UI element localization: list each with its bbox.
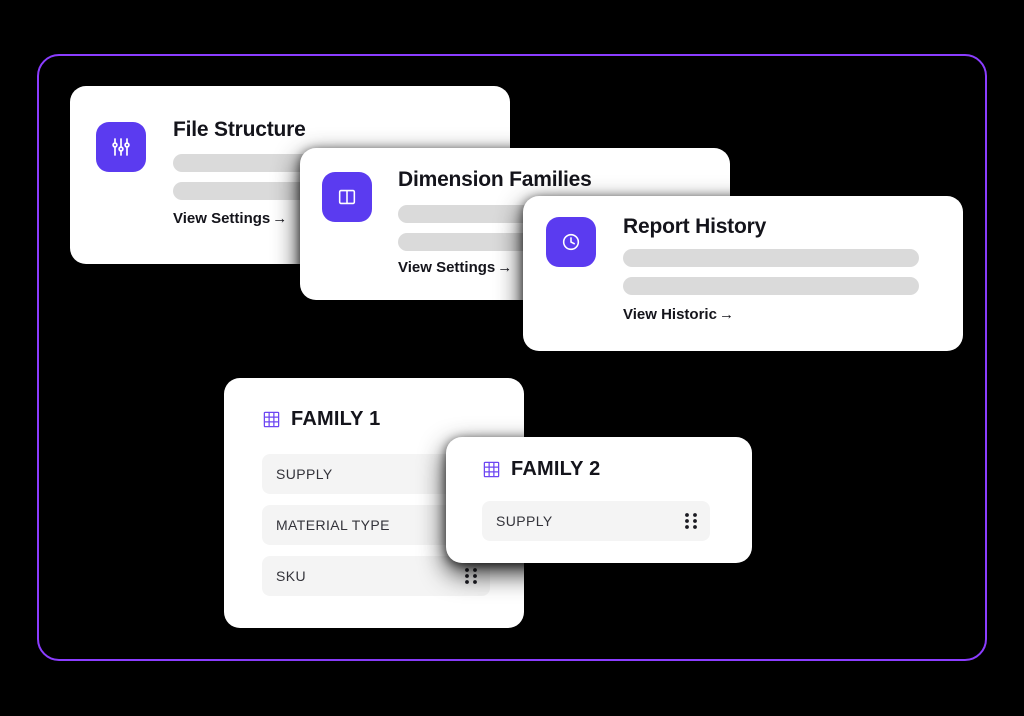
grid-icon (483, 461, 500, 478)
view-historic-link[interactable]: View Historic→ (623, 306, 734, 323)
arrow-right-icon: → (497, 259, 513, 276)
view-settings-link[interactable]: View Settings→ (173, 210, 287, 227)
dimension-label: MATERIAL TYPE (276, 517, 390, 533)
card-report-history[interactable]: Report History View Historic→ (523, 196, 963, 351)
family-name: FAMILY 1 (291, 408, 381, 430)
arrow-right-icon: → (718, 306, 734, 323)
columns-icon (322, 172, 372, 222)
skeleton-line (623, 277, 919, 295)
clock-icon (546, 217, 596, 267)
view-settings-label: View Settings (398, 259, 496, 276)
dimension-label: SKU (276, 568, 306, 584)
dimension-label: SUPPLY (496, 513, 553, 529)
view-historic-label: View Historic (623, 306, 717, 323)
sliders-icon (96, 122, 146, 172)
card-title: Report History (623, 215, 767, 238)
view-settings-label: View Settings (173, 210, 271, 227)
card-family-2[interactable]: FAMILY 2 SUPPLY (446, 437, 752, 563)
dimension-label: SUPPLY (276, 466, 333, 482)
card-title: Dimension Families (398, 168, 592, 191)
arrow-right-icon: → (272, 210, 288, 227)
grid-icon (263, 411, 280, 428)
card-title: File Structure (173, 118, 306, 141)
outer-frame-border (37, 54, 987, 661)
dimension-row[interactable]: SUPPLY (482, 501, 710, 541)
drag-handle-icon[interactable] (684, 512, 698, 530)
view-settings-link[interactable]: View Settings→ (398, 259, 512, 276)
skeleton-line (623, 249, 919, 267)
dimension-row[interactable]: SKU (262, 556, 490, 596)
drag-handle-icon[interactable] (464, 567, 478, 585)
family-name: FAMILY 2 (511, 458, 601, 480)
family-2-header: FAMILY 2 (482, 458, 600, 481)
family-1-header: FAMILY 1 (262, 408, 380, 431)
